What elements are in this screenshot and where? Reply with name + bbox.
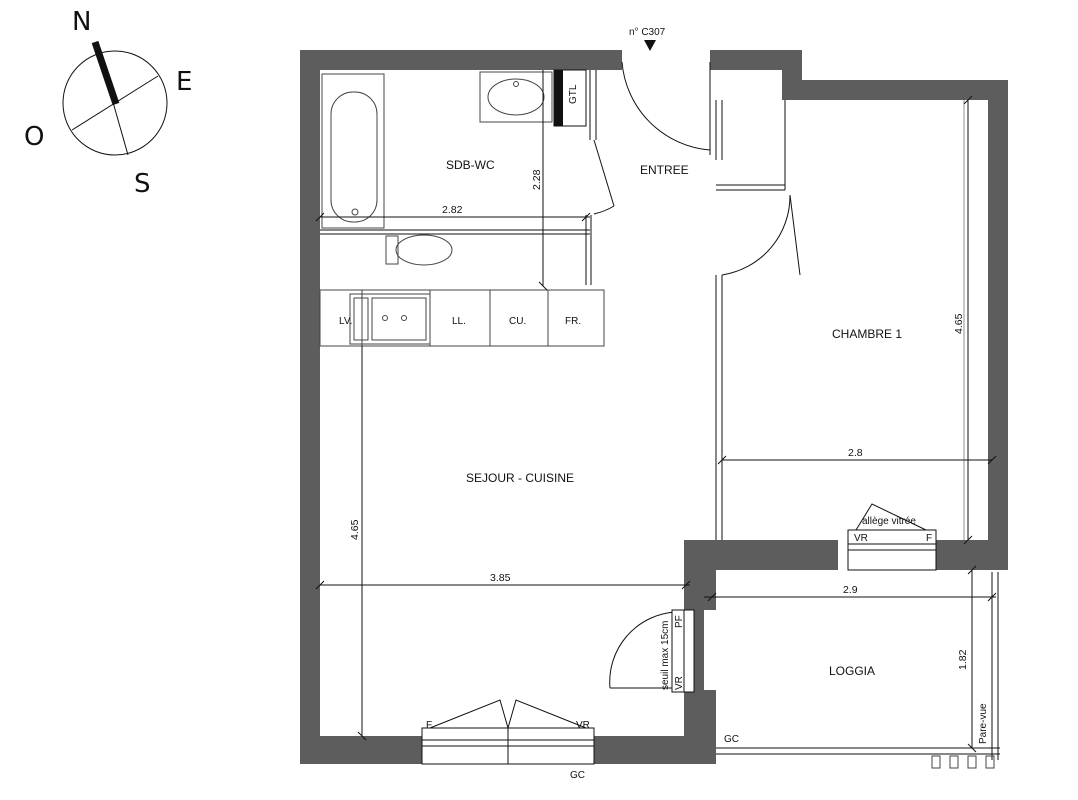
bedroom-door-swing — [721, 194, 791, 276]
sink — [349, 293, 431, 345]
compass-north-needle — [91, 40, 120, 106]
loggia-door-frame — [671, 609, 695, 693]
loggia-door-vr: VR — [674, 676, 685, 690]
living-window-f: F — [426, 720, 432, 731]
gtl-label: GTL — [568, 84, 579, 104]
compass-north-label: N — [72, 7, 91, 37]
dim-bath-width: 2.82 — [442, 204, 463, 216]
apartment-number: n° C307 — [629, 27, 666, 38]
compass-south-label: S — [134, 169, 151, 199]
loggia: GC Pare-vue — [716, 572, 1000, 769]
doors — [593, 61, 801, 689]
fridge-label: FR. — [565, 316, 581, 327]
bathroom-fixtures: GTL — [321, 69, 587, 266]
wall-top-left — [300, 50, 622, 70]
room-label-living: SEJOUR - CUISINE — [466, 471, 574, 485]
windows: F VR GC VR F allège vitrée PF VR seuil m… — [421, 503, 937, 781]
bathroom-door — [593, 139, 615, 207]
wall-bedroom-bottom-right — [936, 540, 1008, 570]
wall-loggia-stub-top — [704, 570, 716, 610]
loggia-door-swing — [609, 611, 677, 689]
wall-top-right — [710, 50, 802, 70]
gc-loggia-label: GC — [724, 734, 739, 745]
loggia-door-pf: PF — [674, 615, 685, 628]
room-label-bedroom: CHAMBRE 1 — [832, 327, 902, 341]
compass-west-label: O — [24, 122, 44, 152]
screen-label: Pare-vue — [978, 703, 989, 744]
glazed-sill-label: allège vitrée — [862, 516, 916, 527]
dim-living-depth: 4.65 — [349, 519, 361, 540]
threshold-label: seuil max 15cm — [660, 621, 671, 690]
wall-bedroom-bottom-left — [684, 540, 838, 570]
dim-bedroom-width: 2.8 — [848, 447, 863, 459]
washbasin — [479, 71, 553, 123]
compass-east-label: E — [176, 67, 192, 97]
entrance-marker-triangle — [644, 40, 656, 51]
living-window-vr: VR — [576, 720, 590, 731]
wall-loggia-stub-bottom — [704, 690, 716, 764]
bedroom-window-f: F — [926, 533, 932, 544]
wall-bottom-left — [300, 736, 422, 764]
room-label-bathroom: SDB-WC — [446, 158, 495, 172]
dimension-lines: 2.82 2.28 4.65 2.8 4.65 3.85 2.9 1.82 — [315, 70, 997, 753]
wall-left — [300, 50, 320, 764]
kitchen-counter-outline — [319, 289, 605, 347]
kitchen-counter: LV. LL. CU. FR. — [319, 289, 605, 347]
cooker-label: CU. — [509, 316, 526, 327]
compass: N E O S — [24, 7, 192, 199]
gc-living-label: GC — [570, 770, 585, 781]
washing-machine-label: LL. — [452, 316, 466, 327]
wall-bedroom-top — [782, 80, 1008, 100]
entrance-door-swing — [621, 61, 711, 151]
walls — [300, 50, 1008, 764]
wall-bedroom-right — [988, 80, 1008, 570]
bathtub — [321, 73, 385, 229]
toilet — [385, 235, 399, 265]
room-labels: SDB-WC ENTREE CHAMBRE 1 SEJOUR - CUISINE… — [446, 158, 902, 678]
compass-circle — [62, 50, 168, 156]
room-label-loggia: LOGGIA — [829, 664, 875, 678]
dishwasher-label: LV. — [339, 316, 352, 327]
partitions — [320, 70, 965, 540]
dim-bath-depth: 2.28 — [531, 169, 543, 190]
dim-bedroom-depth: 4.65 — [953, 313, 965, 334]
bedroom-window-vr: VR — [854, 533, 868, 544]
dim-loggia-width: 2.9 — [843, 584, 858, 596]
room-label-entrance: ENTREE — [640, 163, 689, 177]
dim-living-width: 3.85 — [490, 572, 511, 584]
dim-loggia-depth: 1.82 — [957, 649, 969, 670]
